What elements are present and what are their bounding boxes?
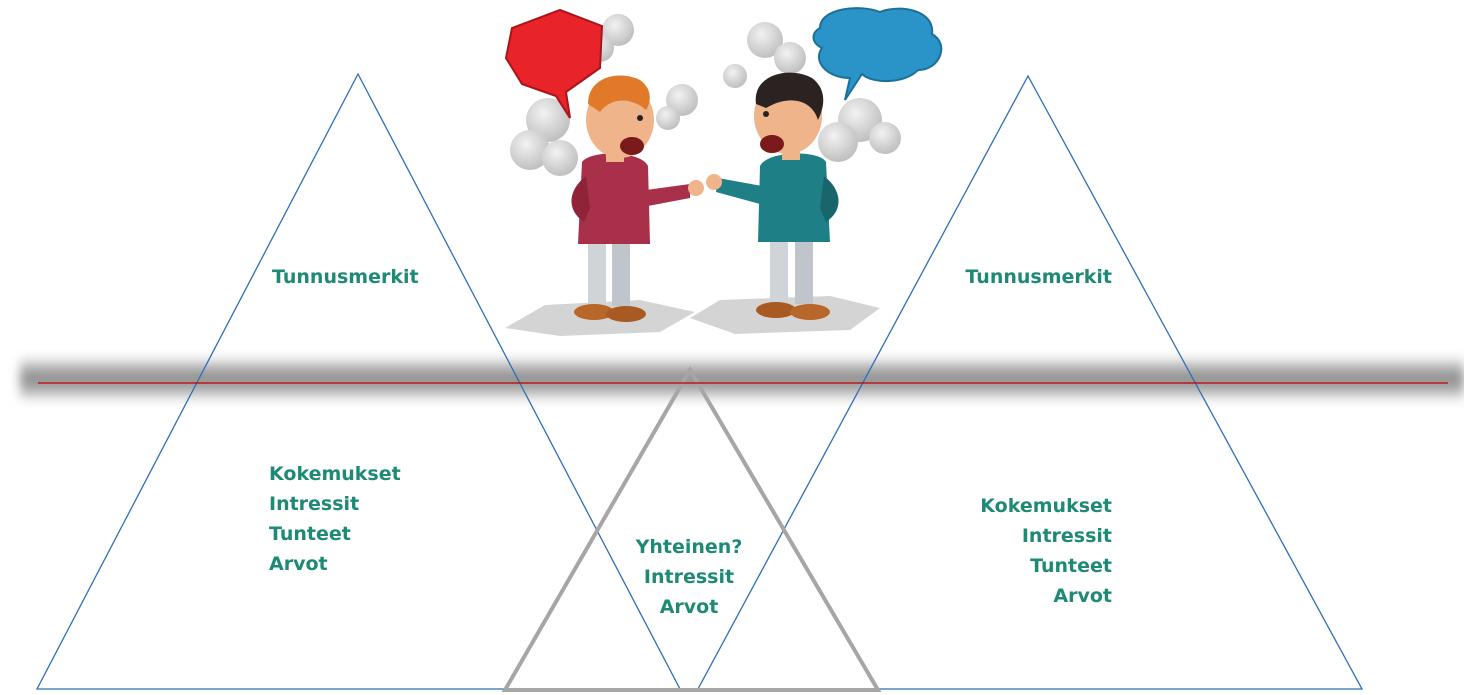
- red-speech-bubble: [504, 8, 604, 119]
- left-top-label: Tunnusmerkit: [272, 266, 419, 288]
- right-man-figure: [706, 72, 839, 320]
- left-label-values: Arvot: [269, 553, 328, 575]
- smoke-clouds: [510, 14, 901, 176]
- right-label-interests: Intressit: [1021, 525, 1112, 547]
- right-bottom-labels: Kokemukset Intressit Tunteet Arvot: [980, 491, 1112, 611]
- left-label-interests: Intressit: [269, 493, 360, 515]
- left-label-experiences: Kokemukset: [269, 463, 401, 485]
- right-label-experiences: Kokemukset: [980, 495, 1112, 517]
- right-label-feelings: Tunteet: [1030, 555, 1112, 577]
- left-iceberg-triangle: [35, 72, 682, 690]
- left-man-figure: [571, 75, 704, 322]
- shared-label-interests: Intressit: [643, 566, 735, 588]
- left-bottom-labels: Kokemukset Intressit Tunteet Arvot: [269, 459, 401, 579]
- shared-label-values: Arvot: [659, 596, 719, 618]
- water-surface-band: [20, 352, 1464, 406]
- right-top-label: Tunnusmerkit: [965, 266, 1112, 288]
- shared-labels: Yhteinen? Intressit Arvot: [614, 532, 764, 622]
- left-label-feelings: Tunteet: [269, 523, 351, 545]
- shared-label-common: Yhteinen?: [635, 536, 743, 558]
- right-label-values: Arvot: [1053, 585, 1112, 607]
- arguing-people-illustration: [504, 7, 943, 336]
- shared-interests-triangle: [501, 366, 882, 692]
- blue-speech-bubble: [812, 7, 943, 101]
